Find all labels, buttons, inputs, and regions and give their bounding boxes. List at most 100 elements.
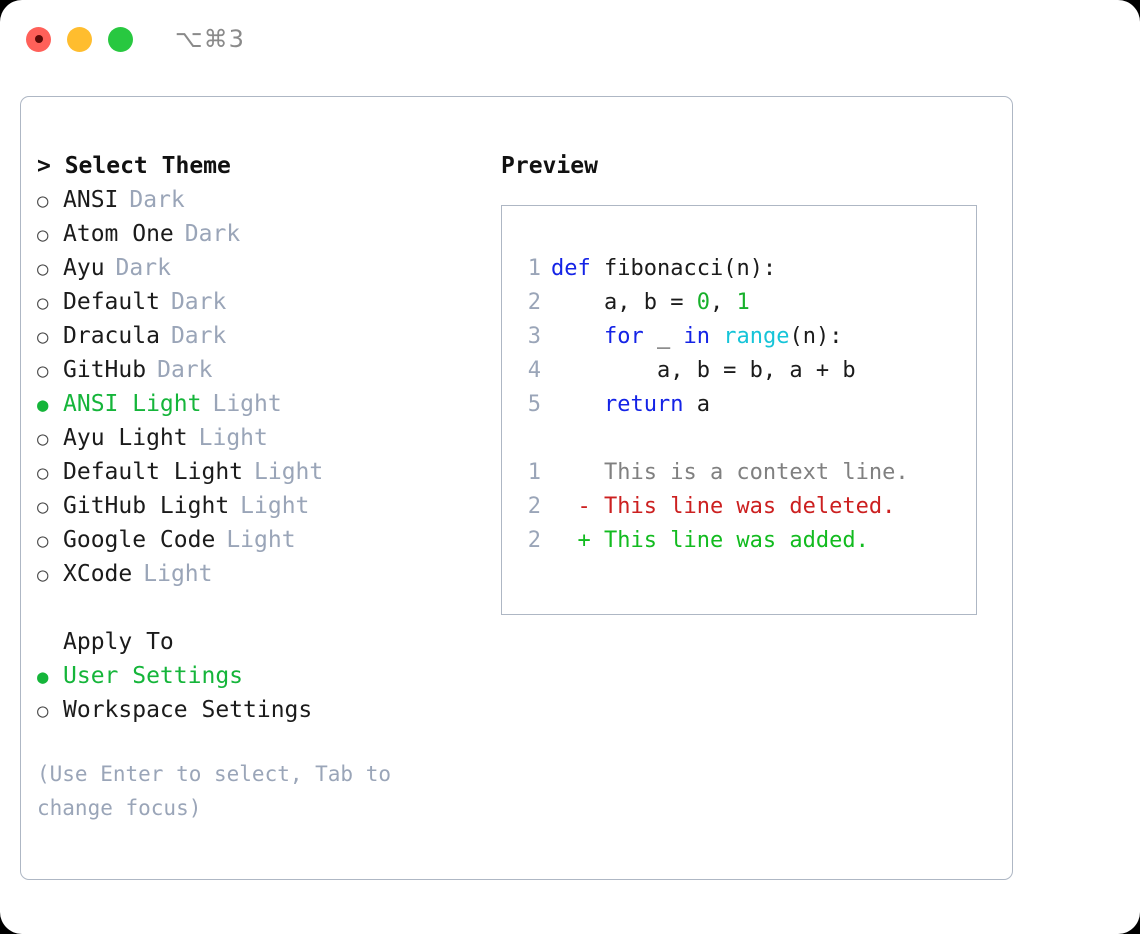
code-line: 4 a, b = b, a + b <box>519 354 976 388</box>
code-token: a, b = <box>551 290 697 315</box>
close-button[interactable] <box>26 26 51 52</box>
apply-option-user-settings[interactable]: ● User Settings <box>37 659 497 693</box>
apply-to-list: ● User Settings ○ Workspace Settings <box>37 659 497 727</box>
recording-dot-icon <box>34 35 43 43</box>
theme-option-label: Default <box>63 289 160 315</box>
diff-line-number: 2 <box>527 528 541 553</box>
code-line: 1 def fibonacci(n): <box>519 252 976 286</box>
theme-option-label: GitHub Light <box>63 493 230 519</box>
diff-line-text: + This line was added. <box>551 528 869 553</box>
theme-option-dracula[interactable]: ○ Dracula Dark <box>37 319 497 353</box>
theme-option-github-light[interactable]: ○ GitHub Light Light <box>37 489 497 523</box>
radio-unselected-icon: ○ <box>37 326 49 348</box>
code-token: def <box>551 256 591 281</box>
list-spacer <box>37 591 497 625</box>
theme-option-variant: Light <box>240 493 310 519</box>
theme-option-variant: Dark <box>129 187 185 213</box>
code-token: for <box>603 324 644 349</box>
radio-unselected-icon: ○ <box>37 700 49 722</box>
code-token: return <box>603 392 684 417</box>
code-token: (n): <box>789 324 843 349</box>
theme-option-default[interactable]: ○ Default Dark <box>37 285 497 319</box>
keyboard-hint-text: (Use Enter to select, Tab to change focu… <box>37 762 404 820</box>
code-token: fibonacci(n): <box>590 256 777 281</box>
code-line: 2 a, b = 0, 1 <box>519 286 976 320</box>
theme-option-label: Atom One <box>63 221 174 247</box>
code-line-number: 2 <box>527 290 541 315</box>
theme-option-label: ANSI <box>63 187 119 213</box>
radio-selected-icon: ● <box>37 394 49 416</box>
apply-option-label: User Settings <box>63 663 244 689</box>
apply-option-label: Workspace Settings <box>63 697 313 723</box>
diff-line-number: 1 <box>527 460 541 485</box>
radio-unselected-icon: ○ <box>37 530 49 552</box>
maximize-button[interactable] <box>108 26 133 52</box>
theme-option-label: Dracula <box>63 323 160 349</box>
radio-selected-icon: ● <box>37 666 49 688</box>
code-token: in <box>683 324 710 349</box>
theme-option-variant: Light <box>212 391 282 417</box>
radio-unselected-icon: ○ <box>37 190 49 212</box>
radio-unselected-icon: ○ <box>37 292 49 314</box>
apply-to-header: Apply To <box>63 629 174 655</box>
code-token: , <box>709 290 737 315</box>
code-token: a, b = b, a + b <box>551 358 856 383</box>
code-token: range <box>723 324 790 349</box>
code-line-number: 4 <box>527 358 541 383</box>
code-token <box>551 324 604 349</box>
theme-option-variant: Dark <box>170 323 227 349</box>
theme-option-label: Default Light <box>63 459 244 485</box>
theme-option-label: Ayu Light <box>63 425 188 451</box>
window-titlebar: ⌥⌘3 <box>0 0 1140 78</box>
theme-option-google-code[interactable]: ○ Google Code Light <box>37 523 497 557</box>
code-token: a <box>683 392 710 417</box>
code-line: 3 for _ in range(n): <box>519 320 976 354</box>
apply-option-workspace-settings[interactable]: ○ Workspace Settings <box>37 693 497 727</box>
keyboard-shortcut-label: ⌥⌘3 <box>175 25 245 53</box>
diff-line-text: This is a context line. <box>551 460 909 485</box>
preview-title: Preview <box>501 153 598 179</box>
theme-option-variant: Light <box>143 561 213 587</box>
radio-unselected-icon: ○ <box>37 462 49 484</box>
code-line-number: 1 <box>527 256 541 281</box>
code-token <box>551 392 604 417</box>
radio-unselected-icon: ○ <box>37 564 49 586</box>
diff-line-add: 2 + This line was added. <box>519 524 976 558</box>
code-token: 1 <box>736 290 750 315</box>
code-token <box>710 324 723 349</box>
code-line-number: 3 <box>527 324 541 349</box>
theme-option-variant: Dark <box>184 221 241 247</box>
code-token: 0 <box>696 290 710 315</box>
theme-option-ansi[interactable]: ○ ANSI Dark <box>37 183 497 217</box>
theme-option-variant: Light <box>198 425 268 451</box>
minimize-button[interactable] <box>67 26 92 52</box>
diff-line-ctx: 1 This is a context line. <box>519 456 976 490</box>
diff-line-number: 2 <box>527 494 541 519</box>
theme-option-variant: Dark <box>170 289 227 315</box>
diff-line-del: 2 - This line was deleted. <box>519 490 976 524</box>
theme-option-label: Ayu <box>63 255 105 281</box>
code-diff-gap <box>519 422 976 456</box>
code-token: _ <box>643 324 684 349</box>
theme-option-label: Google Code <box>63 527 216 553</box>
radio-unselected-icon: ○ <box>37 360 49 382</box>
radio-unselected-icon: ○ <box>37 258 49 280</box>
code-line: 5 return a <box>519 388 976 422</box>
radio-unselected-icon: ○ <box>37 496 49 518</box>
theme-option-variant: Light <box>226 527 296 553</box>
